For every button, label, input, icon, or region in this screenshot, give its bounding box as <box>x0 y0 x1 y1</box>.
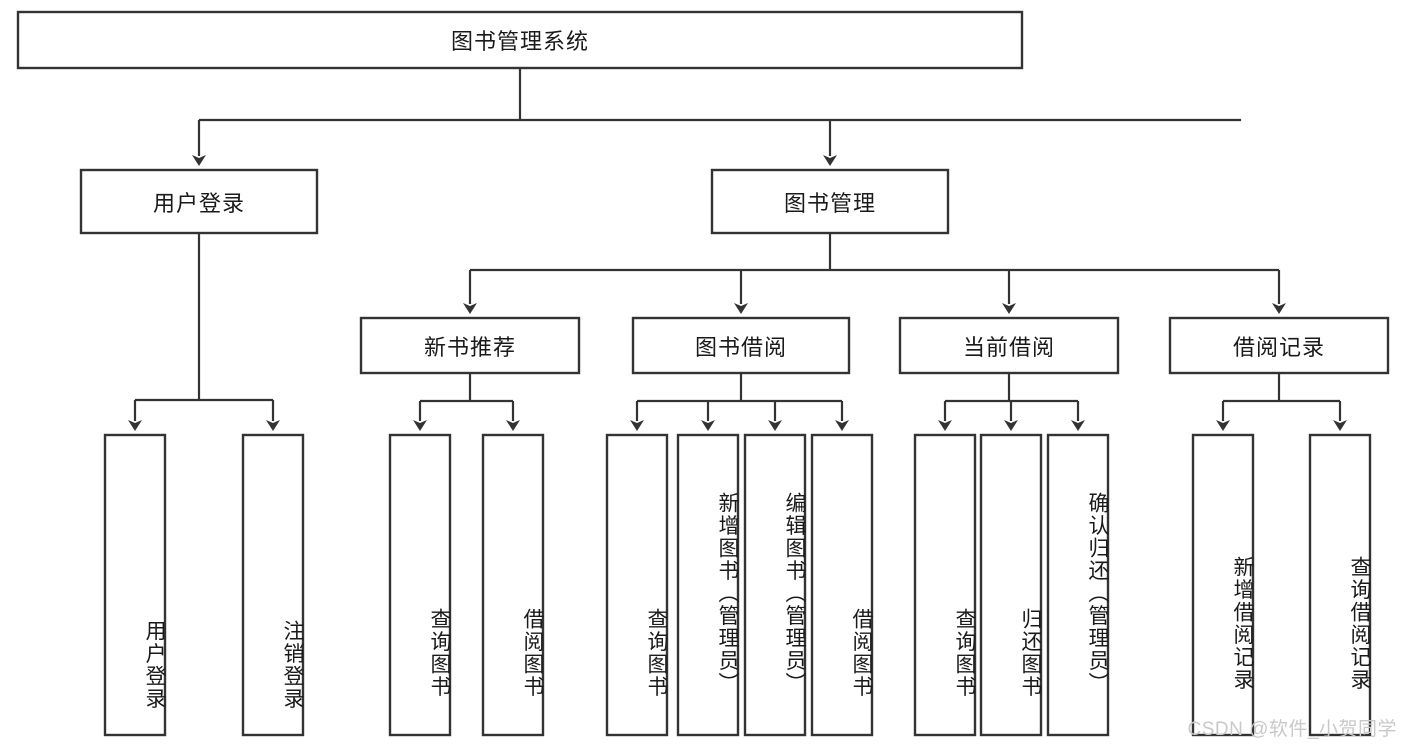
node-box-book-borrow[interactable] <box>631 316 851 375</box>
connector-group-root <box>192 68 1241 166</box>
node-box-leaf-query-record[interactable] <box>1308 433 1372 737</box>
node-box-leaf-query-book-borrow[interactable] <box>605 433 669 737</box>
node-box-leaf-return-book[interactable] <box>979 433 1043 737</box>
connector-group-current-borrow <box>938 373 1085 431</box>
node-box-borrow-record[interactable] <box>1168 316 1390 375</box>
connector-group-book-manage <box>463 233 1286 314</box>
node-box-root[interactable] <box>16 10 1024 70</box>
connector-group-book-borrow <box>630 373 849 431</box>
node-box-leaf-query-book-rec[interactable] <box>388 433 452 737</box>
node-box-book-manage[interactable] <box>710 168 950 235</box>
node-box-leaf-confirm-return[interactable] <box>1046 433 1110 737</box>
node-box-new-book-recommend[interactable] <box>359 316 581 375</box>
node-box-leaf-edit-book[interactable] <box>743 433 807 737</box>
node-box-current-borrow[interactable] <box>898 316 1120 375</box>
node-box-user-login[interactable] <box>79 168 319 235</box>
node-box-leaf-borrow-book[interactable] <box>810 433 874 737</box>
csdn-watermark: CSDN @软件_小贺同学 <box>1187 719 1397 740</box>
node-box-leaf-user-login[interactable] <box>103 433 167 737</box>
connector-group-borrow-record <box>1216 373 1347 431</box>
node-box-leaf-borrow-book-rec[interactable] <box>481 433 545 737</box>
node-box-leaf-add-record[interactable] <box>1191 433 1255 737</box>
connector-group-new-book-recommend <box>413 373 520 431</box>
node-box-leaf-query-book-cur[interactable] <box>913 433 977 737</box>
node-box-leaf-add-book[interactable] <box>676 433 740 737</box>
connector-group-user-login <box>128 233 280 431</box>
node-box-leaf-logout[interactable] <box>241 433 305 737</box>
